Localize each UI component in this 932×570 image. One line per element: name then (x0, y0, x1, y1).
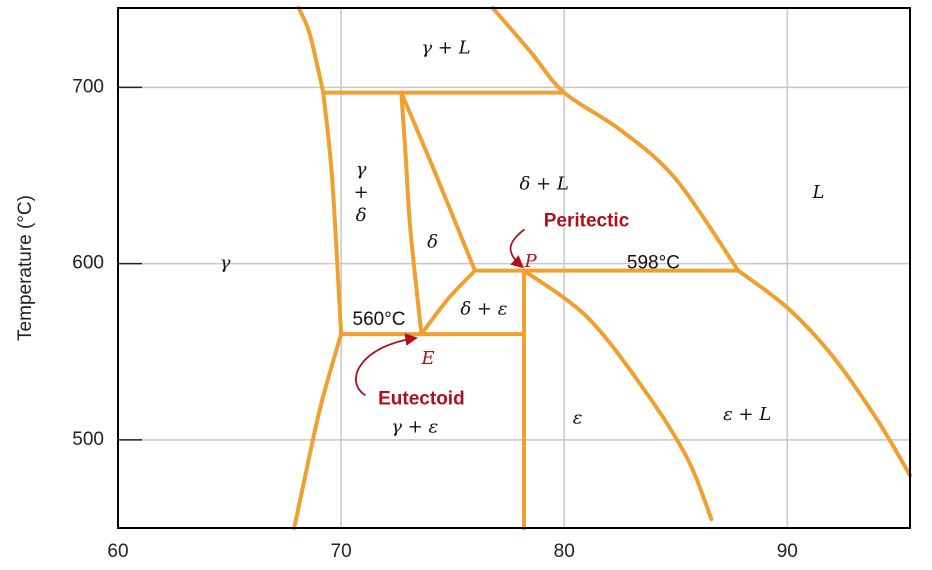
boundary-gamma-solvus-left (321, 90, 344, 337)
callout-arrow (355, 333, 418, 397)
boundary-lower-liquidus (736, 268, 912, 478)
x-tick-label: 60 (107, 541, 128, 562)
y-tick-label: 600 (72, 253, 104, 274)
region-label: δ + L (519, 173, 568, 194)
region-label: + (354, 182, 369, 203)
plot-frame (117, 7, 911, 529)
grid (118, 8, 910, 528)
phase-boundaries (292, 6, 912, 530)
tick-labels: 500 600 700 60 70 80 90 (72, 76, 798, 562)
boundary-epsilon-right (522, 268, 714, 522)
region-label: δ (356, 205, 367, 226)
callout-label: Eutectoid (378, 388, 465, 409)
region-label: γ (356, 159, 367, 180)
region-label: γ (220, 253, 231, 274)
y-axis-title: Temperature (°C) (15, 195, 36, 341)
temperature-label: 560°C (353, 309, 406, 330)
x-tick-label: 70 (331, 541, 352, 562)
boundary-delta-left (399, 90, 424, 337)
point-label-P: P (524, 251, 538, 272)
callout-arrow (509, 228, 526, 269)
y-tick-label: 700 (72, 76, 104, 97)
region-label: ε (573, 408, 583, 429)
boundary-delta-epsilon-left (419, 268, 477, 337)
boundary-gamma-liquidus (296, 6, 326, 95)
temperature-label: 598°C (627, 253, 680, 274)
point-label-E: E (421, 348, 435, 369)
region-label: δ + ε (460, 298, 507, 319)
callout-label: Peritectic (544, 210, 630, 231)
boundary-gamma-solvus-lower (292, 332, 344, 530)
y-tick-label: 500 (72, 429, 104, 450)
region-label: ε + L (723, 404, 771, 425)
boundary-delta-right (399, 90, 477, 273)
region-label: δ (427, 231, 438, 252)
region-label: L (812, 182, 825, 203)
x-tick-label: 90 (777, 541, 798, 562)
boundary-upper-liquidus (490, 6, 741, 273)
region-label: γ + ε (391, 417, 438, 438)
x-tick-label: 80 (554, 541, 575, 562)
region-label: γ + L (421, 38, 470, 59)
